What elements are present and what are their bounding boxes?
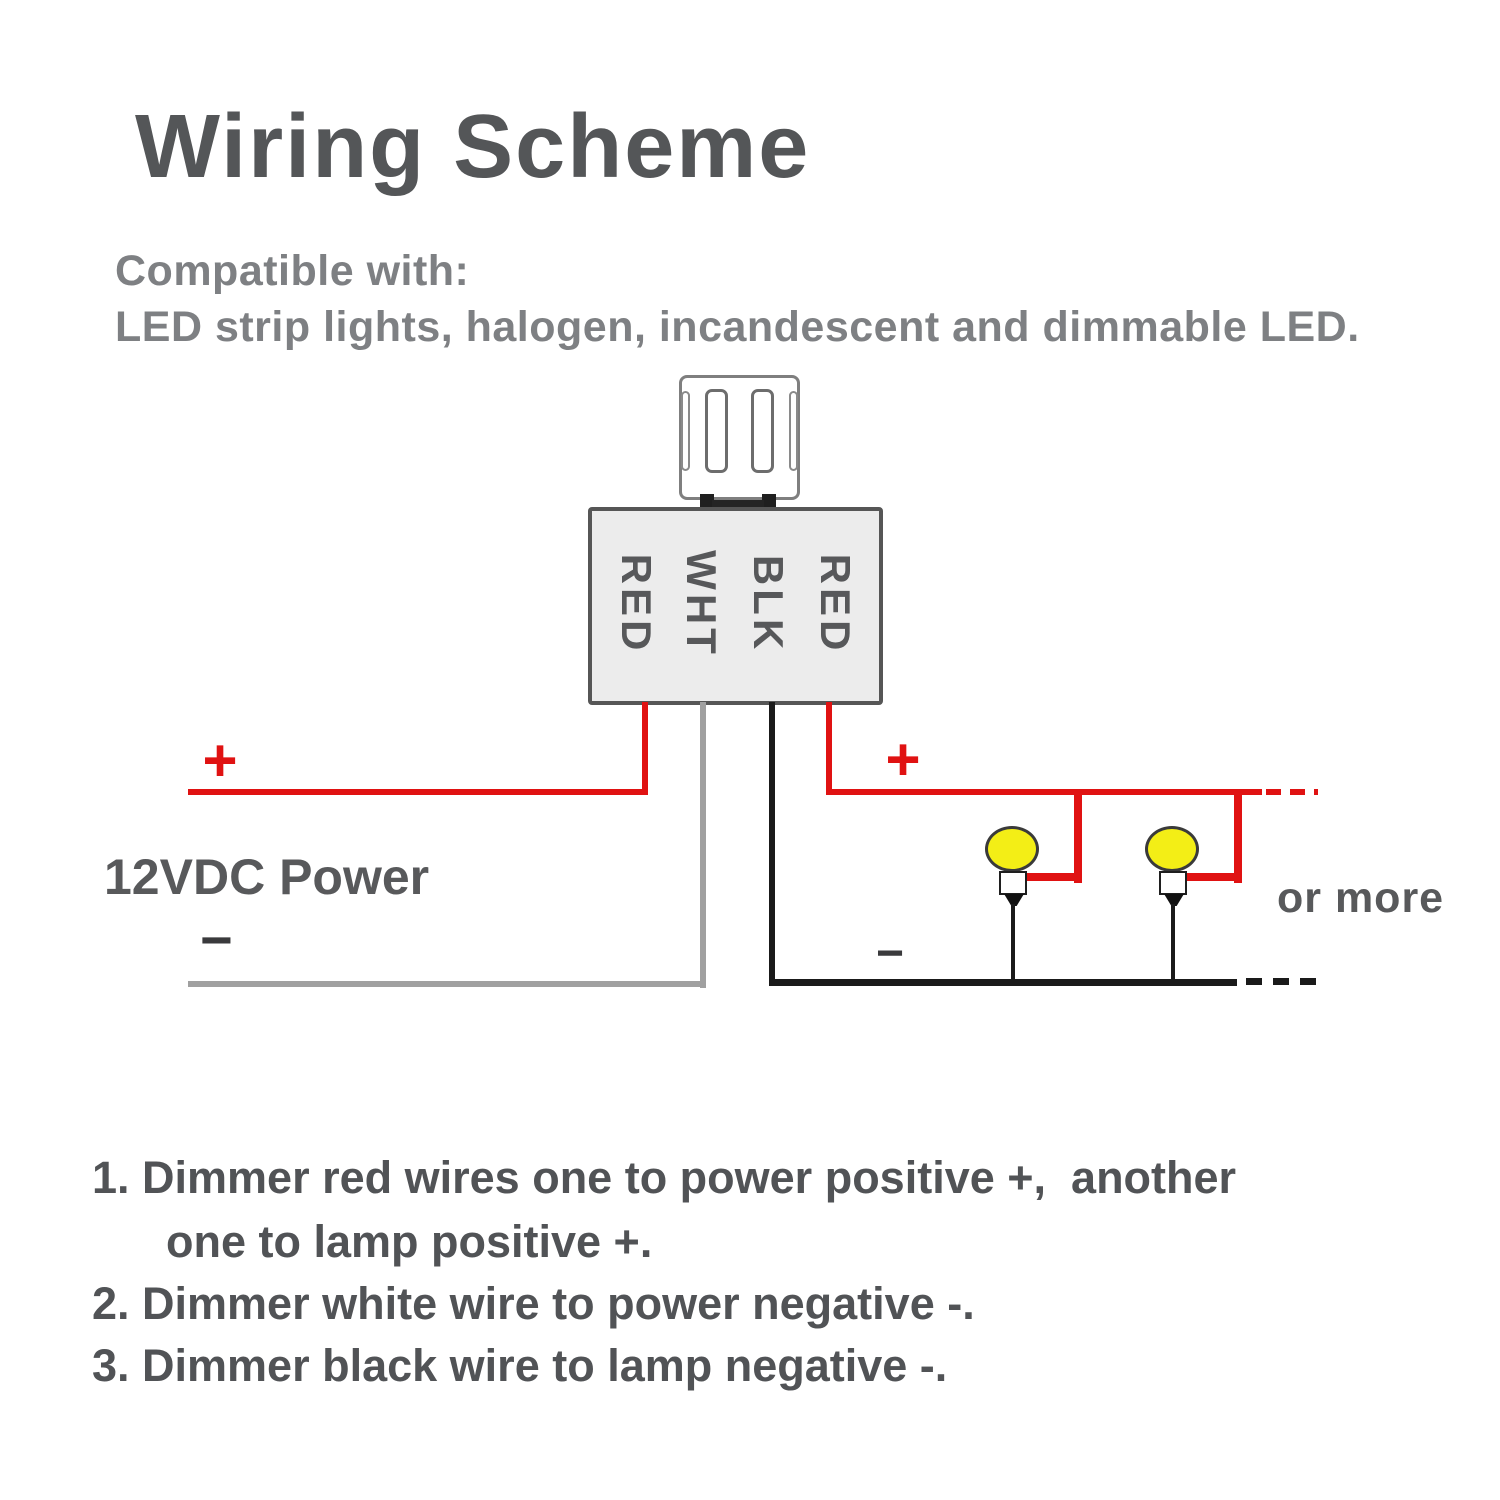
bulb2-positive-connector xyxy=(1186,873,1242,881)
connector-plug-notch-left xyxy=(681,391,690,471)
instruction-step1-line2: one to lamp positive +. xyxy=(166,1216,653,1267)
connector-plug-slot-left xyxy=(705,389,728,473)
bulb2-positive-drop xyxy=(1234,789,1242,883)
wire-label-red-left: RED xyxy=(613,553,660,655)
connector-plug-slot-right xyxy=(751,389,774,473)
connector-plug-pin-bar xyxy=(712,500,764,509)
bulb1-positive-drop xyxy=(1074,789,1082,883)
power-minus-symbol: − xyxy=(200,908,233,971)
bulb1-globe-icon xyxy=(985,826,1039,872)
lamp-negative-wire-vertical xyxy=(769,702,775,986)
connector-plug xyxy=(679,375,800,500)
instruction-step3: 3. Dimmer black wire to lamp negative -. xyxy=(92,1340,948,1391)
lamp-positive-wire-horizontal xyxy=(826,789,1262,795)
lamp-positive-wire-vertical xyxy=(826,702,832,794)
compatibility-note-line1: Compatible with: xyxy=(115,247,470,295)
lamp-negative-wire-dashed-extension xyxy=(1246,978,1318,985)
instruction-step2: 2. Dimmer white wire to power negative -… xyxy=(92,1278,975,1329)
connector-plug-pin-left xyxy=(700,494,714,508)
wire-label-white: WHT xyxy=(678,550,725,658)
dimmer-box xyxy=(588,507,883,705)
lamp-positive-wire-dashed-extension xyxy=(1266,789,1318,795)
connector-plug-pin-right xyxy=(762,494,776,508)
power-source-label: 12VDC Power xyxy=(104,849,430,905)
power-plus-symbol: + xyxy=(202,727,238,794)
bulb1-negative-wire xyxy=(1011,904,1015,983)
bulb2-globe-icon xyxy=(1145,826,1199,872)
power-positive-wire-vertical xyxy=(642,702,648,794)
wire-label-red-right: RED xyxy=(812,553,859,655)
bulb1-socket xyxy=(999,871,1027,895)
lamp-negative-wire-horizontal xyxy=(769,979,1237,986)
page-title: Wiring Scheme xyxy=(135,97,811,197)
or-more-label: or more xyxy=(1277,874,1445,922)
power-negative-wire-horizontal xyxy=(188,981,706,987)
lamp-minus-symbol: − xyxy=(876,927,905,980)
compatibility-note-line2: LED strip lights, halogen, incandescent … xyxy=(115,303,1360,351)
lamp-plus-symbol: + xyxy=(885,726,921,793)
connector-plug-notch-right xyxy=(789,391,798,471)
wire-label-black: BLK xyxy=(745,554,792,654)
bulb2-socket xyxy=(1159,871,1187,895)
power-positive-wire-horizontal xyxy=(188,789,648,795)
bulb1-positive-connector xyxy=(1026,873,1082,881)
bulb2-negative-wire xyxy=(1171,904,1175,983)
power-negative-wire-vertical xyxy=(700,702,706,988)
instruction-step1-line1: 1. Dimmer red wires one to power positiv… xyxy=(92,1152,1237,1203)
